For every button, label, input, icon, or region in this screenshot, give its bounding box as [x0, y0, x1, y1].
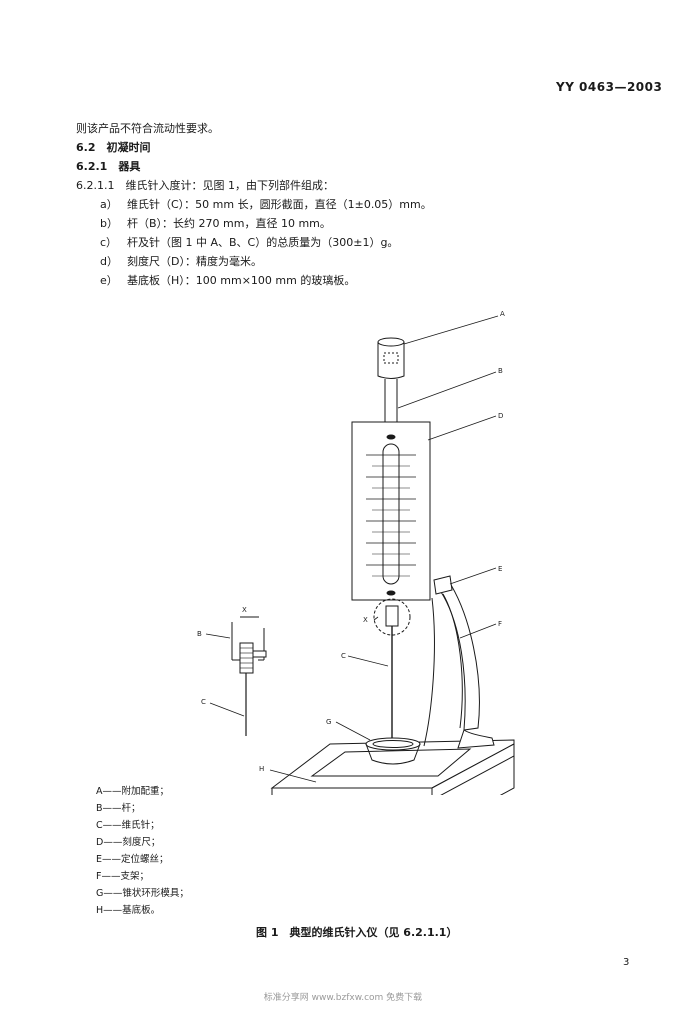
- detail-label-x: X: [242, 606, 247, 614]
- list-item-mark: c）: [100, 236, 118, 249]
- legend-item: F——支架；: [96, 871, 149, 882]
- scale-plate-drawing: [351, 421, 431, 601]
- page-number: 3: [623, 957, 630, 968]
- list-item-text: 基底板（H）：100 mm×100 mm 的玻璃板。: [127, 274, 356, 287]
- label-x: X: [363, 616, 368, 624]
- label-a: A: [500, 310, 505, 318]
- list-item-mark: a）: [100, 198, 118, 211]
- detail-label-c: C: [201, 698, 206, 706]
- label-h: H: [259, 765, 264, 773]
- legend-item: E——定位螺丝；: [96, 854, 169, 865]
- list-item-mark: e）: [100, 274, 118, 287]
- body-line: 则该产品不符合流动性要求。: [76, 122, 219, 135]
- list-item-mark: b）: [100, 217, 118, 230]
- support-stand-drawing: [423, 575, 495, 749]
- detail-label-b: B: [197, 630, 202, 638]
- watermark: 标准分享网 www.bzfxw.com 免费下载: [263, 993, 423, 1003]
- vicat-apparatus-figure: A B D E F X C G H X B C: [197, 310, 515, 795]
- label-c: C: [341, 652, 346, 660]
- label-f: F: [498, 620, 502, 628]
- section-6-2-1-heading: 6.2.1 器具: [76, 160, 141, 173]
- list-item-text: 维氏针（C）：50 mm 长，圆形截面，直径（1±0.05）mm。: [127, 198, 432, 211]
- needle-drawing: [373, 598, 411, 740]
- label-d: D: [498, 412, 503, 420]
- leader-lines: [205, 315, 499, 783]
- standard-number: YY 0463—2003: [556, 80, 663, 94]
- figure-caption: 图 1 典型的维氏针入仪（见 6.2.1.1）: [256, 926, 458, 939]
- list-item-text: 杆（B）：长约 270 mm，直径 10 mm。: [127, 217, 331, 230]
- label-e: E: [498, 565, 502, 573]
- detail-view-x-drawing: [231, 616, 267, 736]
- list-item-text: 杆及针（图 1 中 A、B、C）的总质量为（300±1）g。: [127, 236, 399, 249]
- label-g: G: [326, 718, 331, 726]
- legend-item: A——附加配重；: [96, 786, 169, 797]
- legend-item: D——刻度尺；: [96, 837, 161, 848]
- list-item-text: 刻度尺（D）：精度为毫米。: [127, 255, 262, 268]
- legend-item: C——维氏针；: [96, 820, 160, 831]
- weight-drawing: [377, 337, 405, 379]
- rod-drawing: [384, 379, 398, 422]
- section-6-2-heading: 6.2 初凝时间: [76, 141, 151, 154]
- ring-mould-drawing: [365, 737, 421, 765]
- legend-item: H——基底板。: [96, 905, 161, 916]
- section-6-2-1-1-text: 6.2.1.1 维氏针入度计：见图 1，由下列部件组成：: [76, 179, 334, 192]
- legend-item: B——杆；: [96, 803, 141, 814]
- label-b: B: [498, 367, 503, 375]
- legend-item: G——锥状环形模具；: [96, 888, 189, 899]
- list-item-mark: d）: [100, 255, 118, 268]
